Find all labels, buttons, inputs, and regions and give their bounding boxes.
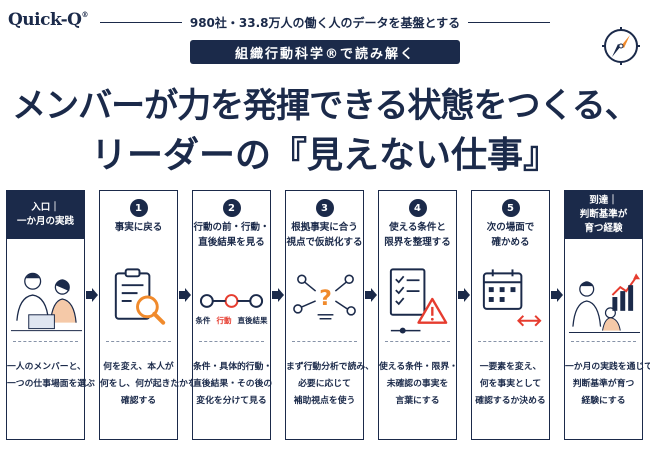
step-number-badge: 4 — [408, 199, 427, 217]
arrow-right-icon — [86, 288, 98, 302]
step-divider — [199, 341, 264, 342]
step-divider — [292, 341, 357, 342]
step-number-badge: 1 — [129, 199, 148, 217]
step-title-line: 視点で仮説化する — [286, 236, 363, 248]
step-description-line: 確認する — [120, 396, 157, 407]
step-title-line: 行動の前・行動・ — [193, 222, 270, 233]
step-description: 何を変え、本人が何をし、何が起きたかを確認する — [100, 359, 197, 410]
step-description-line: 一つの仕事場面を選ぶ — [7, 379, 95, 390]
step-title-line: 一か月の実践 — [16, 216, 74, 227]
step-description: 一人のメンバーと、一つの仕事場面を選ぶ — [7, 359, 95, 393]
step-description-line: 経験にする — [581, 396, 626, 407]
step-title-line: 次の場面で — [486, 222, 535, 233]
sequence-label: 直後結果 — [237, 316, 268, 325]
calendar-arrows-icon — [482, 269, 542, 327]
svg-text:?: ? — [319, 286, 332, 311]
headline-line-1: メンバーが力を発揮できる状態をつくる、 — [12, 86, 639, 126]
arrow-right-icon — [551, 288, 563, 302]
tagline-rule-left — [100, 22, 182, 23]
step-divider — [13, 341, 78, 342]
step-title-line: 入口｜ — [31, 202, 60, 214]
clipboard-magnifier-icon — [114, 268, 166, 325]
step-divider — [385, 341, 450, 342]
step-description: 一要素を変え、何を事実として確認するか決める — [472, 359, 549, 410]
step-card-1: 1 事実に戻る何を変え、本人が何をし、何が起きたかを確認する — [99, 190, 197, 440]
tagline-text: 980社・33.8万人の働く人のデータを基盤とする — [189, 16, 461, 30]
compass-icon — [602, 27, 640, 65]
sequence-label: 条件 — [195, 316, 211, 325]
step-title: 事実に戻る — [100, 221, 177, 236]
step-description: 使える条件・限界・未確認の事実を言葉にする — [379, 359, 458, 410]
tagline-rule-right — [468, 22, 550, 23]
sequence-label: 行動 — [216, 316, 232, 325]
arrow-right-icon — [458, 288, 470, 302]
step-header: 到達｜ 判断基準が育つ経験 — [565, 191, 642, 239]
step-title: 使える条件と限界を整理する — [379, 221, 456, 250]
step-description-line: 直後結果・その後の — [193, 379, 273, 390]
headline-line-2: リーダーの『見えない仕事』 — [90, 134, 559, 176]
two-people-meeting-illustration — [10, 272, 83, 332]
step-description-line: 必要に応じて — [298, 379, 351, 390]
step-description-line: 判断基準が育つ — [572, 379, 635, 390]
step-description-line: 何を事実として — [479, 379, 542, 390]
step-title-line: 限界を整理する — [384, 236, 451, 248]
step-title-line: 使える条件と — [389, 222, 446, 233]
step-title: 次の場面で確かめる — [472, 221, 549, 250]
step-description-line: 未確認の事実を — [386, 379, 449, 390]
step-title: 行動の前・行動・直後結果を見る — [193, 221, 270, 250]
arrow-right-icon — [365, 288, 377, 302]
step-description-line: 何をし、何が起きたかを — [100, 379, 197, 390]
subtitle-badge: 組織行動科学®で読み解く — [190, 40, 460, 64]
step-title-line: 判断基準が — [579, 209, 628, 221]
step-description: まず行動分析で読み、必要に応じて補助視点を使う — [286, 359, 374, 410]
step-card-0: 入口｜ 一か月の実践一人のメンバーと、一つの仕事場面を選ぶ — [6, 190, 95, 440]
step-description-line: 一か月の実践を通じて、 — [565, 362, 650, 372]
brand-logo: Quick-Q® — [8, 10, 88, 30]
step-description-line: 条件・具体的行動・ — [193, 362, 273, 372]
step-title-line: 育つ経験 — [584, 222, 623, 234]
step-description-line: 一要素を変え、 — [479, 362, 542, 372]
tagline: 980社・33.8万人の働く人のデータを基盤とする — [100, 14, 550, 31]
step-description-line: まず行動分析で読み、 — [286, 362, 374, 372]
step-description-line: 何を変え、本人が — [103, 362, 174, 372]
step-description-line: 使える条件・限界・ — [379, 362, 458, 372]
step-description-line: 一人のメンバーと、 — [7, 362, 86, 372]
three-node-sequence-icon — [199, 294, 264, 308]
step-card-5: 5 次の場面で確かめる一要素を変え、何を事実として確認するか決める — [471, 190, 550, 440]
step-title-line: 根拠事実に合う — [291, 222, 358, 233]
growth-chart-people-illustration — [568, 273, 641, 334]
step-description: 条件・具体的行動・直後結果・その後の変化を分けて見る — [193, 359, 273, 410]
step-divider — [571, 341, 636, 342]
step-title-line: 到達｜ — [589, 195, 618, 207]
step-description-line: 確認するか決める — [475, 396, 546, 407]
arrow-right-icon — [179, 288, 191, 302]
question-network-icon: ? — [293, 274, 356, 320]
step-description-line: 言葉にする — [395, 396, 440, 407]
step-number-badge: 3 — [315, 199, 334, 217]
step-title: 根拠事実に合う視点で仮説化する — [286, 221, 363, 250]
sequence-labels: 条件行動直後結果 — [193, 315, 270, 326]
process-flow: 入口｜ 一か月の実践一人のメンバーと、一つの仕事場面を選ぶ 1 事実に戻る何を変え、本… — [6, 190, 650, 440]
checklist-warning-icon — [389, 268, 448, 334]
step-title-line: 直後結果を見る — [198, 236, 265, 248]
arrow-right-icon — [272, 288, 284, 302]
step-title-line: 確かめる — [491, 236, 530, 248]
step-divider — [106, 341, 171, 342]
step-divider — [478, 341, 543, 342]
step-number-badge: 5 — [501, 199, 520, 217]
step-card-3: 3 根拠事実に合う視点で仮説化する? まず行動分析で読み、必要に応じて補助視点を使う — [285, 190, 374, 440]
step-description-line: 変化を分けて見る — [196, 396, 267, 407]
step-number-badge: 2 — [222, 199, 241, 217]
step-title-line: 事実に戻る — [114, 222, 163, 233]
step-header: 入口｜ 一か月の実践 — [7, 191, 84, 239]
step-description-line: 補助視点を使う — [293, 396, 356, 407]
